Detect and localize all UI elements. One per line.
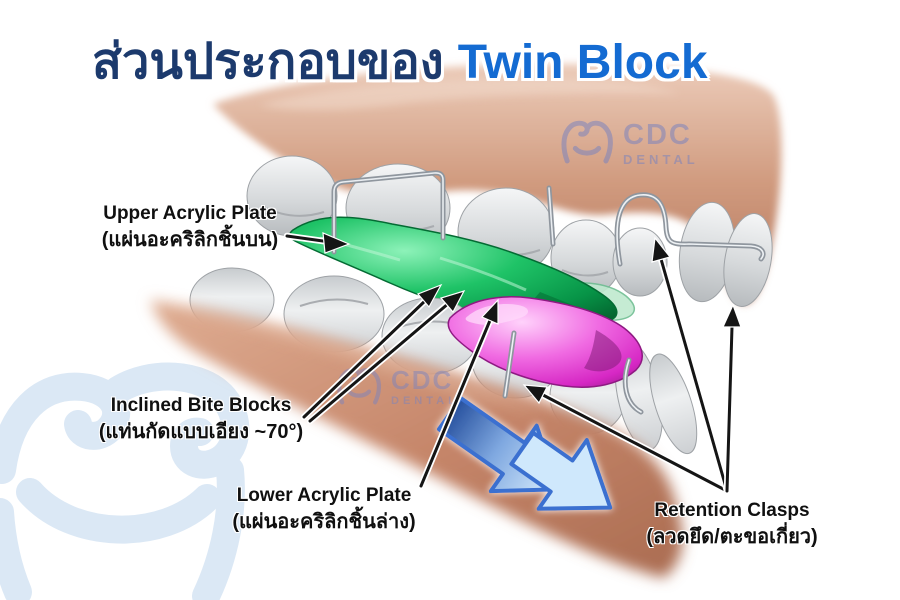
page-title: ส่วนประกอบของ Twin Block [92, 22, 708, 100]
arrow-retention-clasps [522, 236, 742, 495]
retention-clasp-wire-lower [502, 330, 644, 415]
watermark-brand: CDC [391, 365, 454, 395]
label-clasps-en: Retention Clasps [654, 500, 810, 521]
arrow-upper-plate [283, 232, 351, 254]
label-upper-th: (แผ่นอะคริลิกชิ้นบน) [101, 228, 279, 251]
label-upper-en: Upper Acrylic Plate [103, 203, 277, 224]
cdc-dental-watermark: CDC DENTAL [560, 116, 699, 170]
tooth-logo-icon [561, 120, 613, 164]
label-inclined-bite-blocks: Inclined Bite Blocks (แท่นกัดแบบเอียง ~7… [92, 393, 310, 446]
callout-arrows [283, 232, 742, 495]
label-lower-en: Lower Acrylic Plate [236, 485, 412, 506]
label-clasps-th: (ลวดยึด/ตะขอเกี่ยว) [646, 525, 818, 548]
watermark-brand: CDC [623, 118, 692, 151]
label-upper-acrylic-plate: Upper Acrylic Plate (แผ่นอะคริลิกชิ้นบน) [84, 201, 296, 254]
advancement-arrows-icon [436, 396, 613, 511]
arrow-bite-blocks [300, 283, 466, 425]
upper-gum [213, 63, 782, 304]
label-bite-th: (แท่นกัดแบบเอียง ~70°) [98, 420, 304, 443]
label-retention-clasps: Retention Clasps (ลวดยึด/ตะขอเกี่ยว) [634, 498, 830, 551]
title-thai: ส่วนประกอบของ [92, 35, 444, 89]
label-lower-acrylic-plate: Lower Acrylic Plate (แผ่นอะคริลิกชิ้นล่า… [220, 483, 428, 536]
watermark-sub: DENTAL [623, 151, 699, 167]
label-bite-en: Inclined Bite Blocks [110, 395, 292, 416]
arrow-lower-plate [417, 298, 499, 490]
label-lower-th: (แผ่นอะคริลิกชิ้นล่าง) [232, 510, 416, 533]
watermark-sub: DENTAL [391, 395, 459, 407]
retention-clasp-wire [331, 170, 766, 267]
title-highlight: Twin Block [457, 36, 708, 89]
